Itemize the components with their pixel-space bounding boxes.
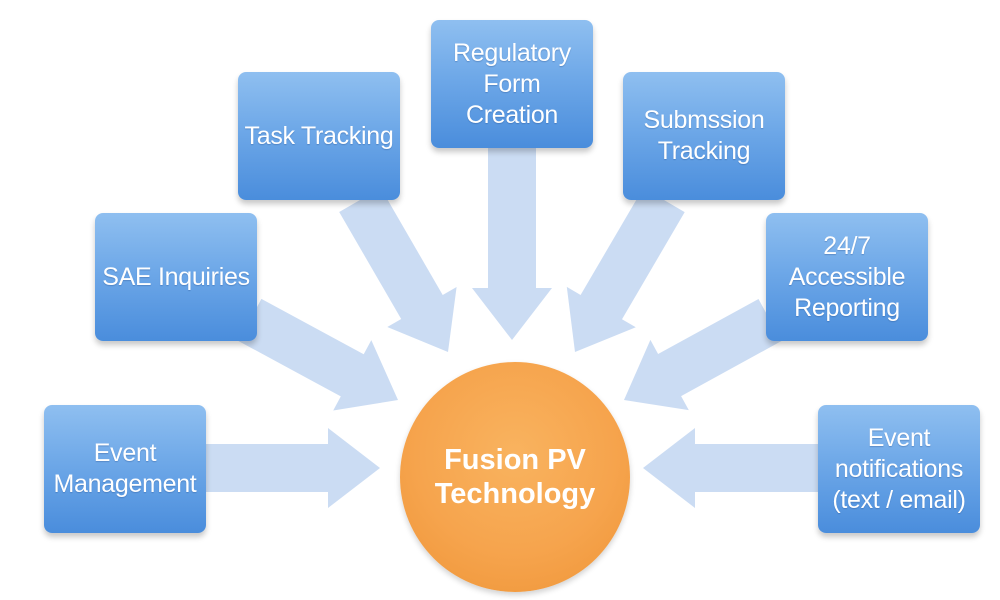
feature-box-event-notifications: Event notifications (text / email) xyxy=(818,405,980,533)
arrow-regulatory-form-creation xyxy=(472,148,552,340)
feature-box-regulatory-form-creation: Regulatory Form Creation xyxy=(431,20,593,148)
center-hub-fusion-pv-technology: Fusion PV Technology xyxy=(400,362,630,592)
arrow-event-management xyxy=(200,428,380,508)
feature-box-accessible-reporting: 24/7 Accessible Reporting xyxy=(766,213,928,341)
feature-box-task-tracking: Task Tracking xyxy=(238,72,400,200)
arrow-accessible-reporting xyxy=(624,299,782,411)
arrow-submission-tracking xyxy=(566,187,685,352)
arrow-task-tracking xyxy=(339,188,457,352)
arrow-sae-inquiries xyxy=(238,298,398,411)
arrow-event-notifications xyxy=(643,428,822,508)
feature-box-sae-inquiries: SAE Inquiries xyxy=(95,213,257,341)
feature-box-event-management: Event Management xyxy=(44,405,206,533)
feature-box-submission-tracking: Submssion Tracking xyxy=(623,72,785,200)
